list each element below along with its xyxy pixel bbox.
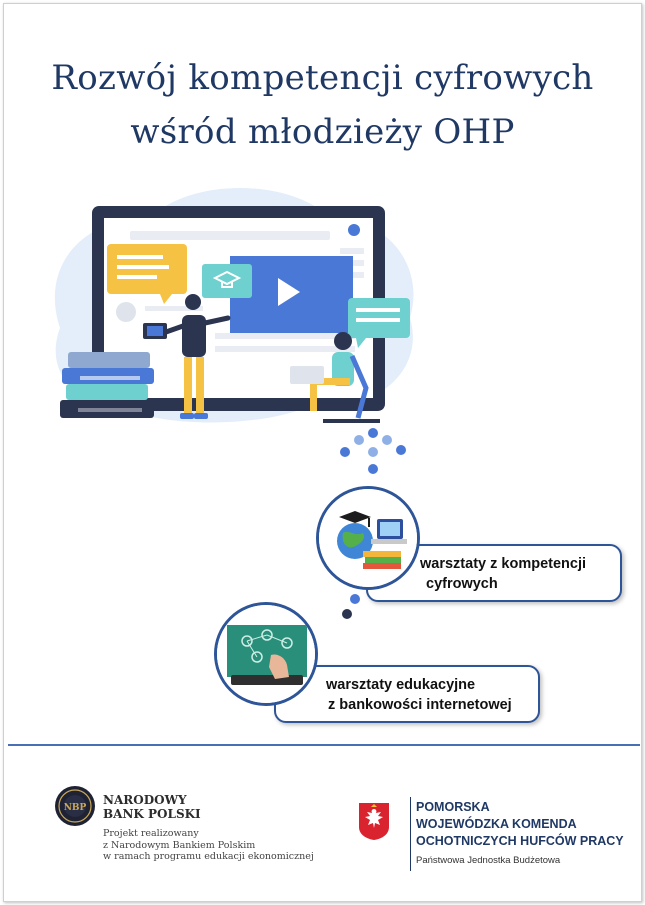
workshop-digital-skills-line-2: cyfrowych <box>426 576 498 592</box>
page <box>3 3 642 902</box>
workshop-online-banking-line-1: warsztaty edukacyjne <box>326 677 476 693</box>
ohp-name-line-1: POMORSKA <box>416 800 490 814</box>
ohp-name: POMORSKA WOJEWÓDZKA KOMENDA OCHOTNICZYCH… <box>416 799 624 850</box>
nbp-note-line-3: w ramach programu edukacji ekonomicznej <box>103 851 314 862</box>
nbp-seal-text: NBP <box>64 803 87 813</box>
globe-laptop-icon <box>319 489 417 587</box>
nbp-name: NARODOWY BANK POLSKI <box>103 793 201 821</box>
ohp-separator <box>410 797 411 871</box>
man-figure <box>143 294 231 419</box>
nbp-note-line-2: z Narodowym Bankiem Polskim <box>103 839 256 851</box>
books-stack <box>60 352 154 418</box>
nbp-project-note: Projekt realizowany z Narodowym Bankiem … <box>103 828 314 863</box>
workshop-digital-skills-line-1: warsztaty z kompetencji <box>420 556 586 572</box>
nbp-note-line-1: Projekt realizowany <box>103 828 199 839</box>
polish-eagle-emblem-icon <box>359 803 389 840</box>
footer-divider <box>8 744 640 746</box>
woman-figure <box>290 332 380 423</box>
workshop-image-digital <box>316 486 420 590</box>
page-title-line-1: Rozwój kompetencji cyfrowych <box>51 58 594 98</box>
page-title-line-2: wśród młodzieży OHP <box>130 112 515 152</box>
hero-illustration <box>54 188 414 423</box>
nbp-name-line-2: BANK POLSKI <box>103 807 201 821</box>
workshop-image-banking <box>214 602 318 706</box>
connecting-dots <box>340 428 406 619</box>
ohp-name-line-3: OCHOTNICZYCH HUFCÓW PRACY <box>416 834 624 848</box>
nbp-logo-icon: NBP <box>55 786 95 826</box>
workshop-online-banking-line-2: z bankowości internetowej <box>328 697 512 713</box>
play-icon <box>278 278 300 306</box>
graduation-cap-card <box>202 264 252 298</box>
ohp-subtitle: Państwowa Jednostka Budżetowa <box>416 855 561 866</box>
workshop-card-online-banking: warsztaty edukacyjne z bankowości intern… <box>274 665 540 723</box>
ohp-name-line-2: WOJEWÓDZKA KOMENDA <box>416 817 577 831</box>
nbp-name-line-1: NARODOWY <box>103 793 187 807</box>
tablet-hand-icon <box>217 605 315 703</box>
